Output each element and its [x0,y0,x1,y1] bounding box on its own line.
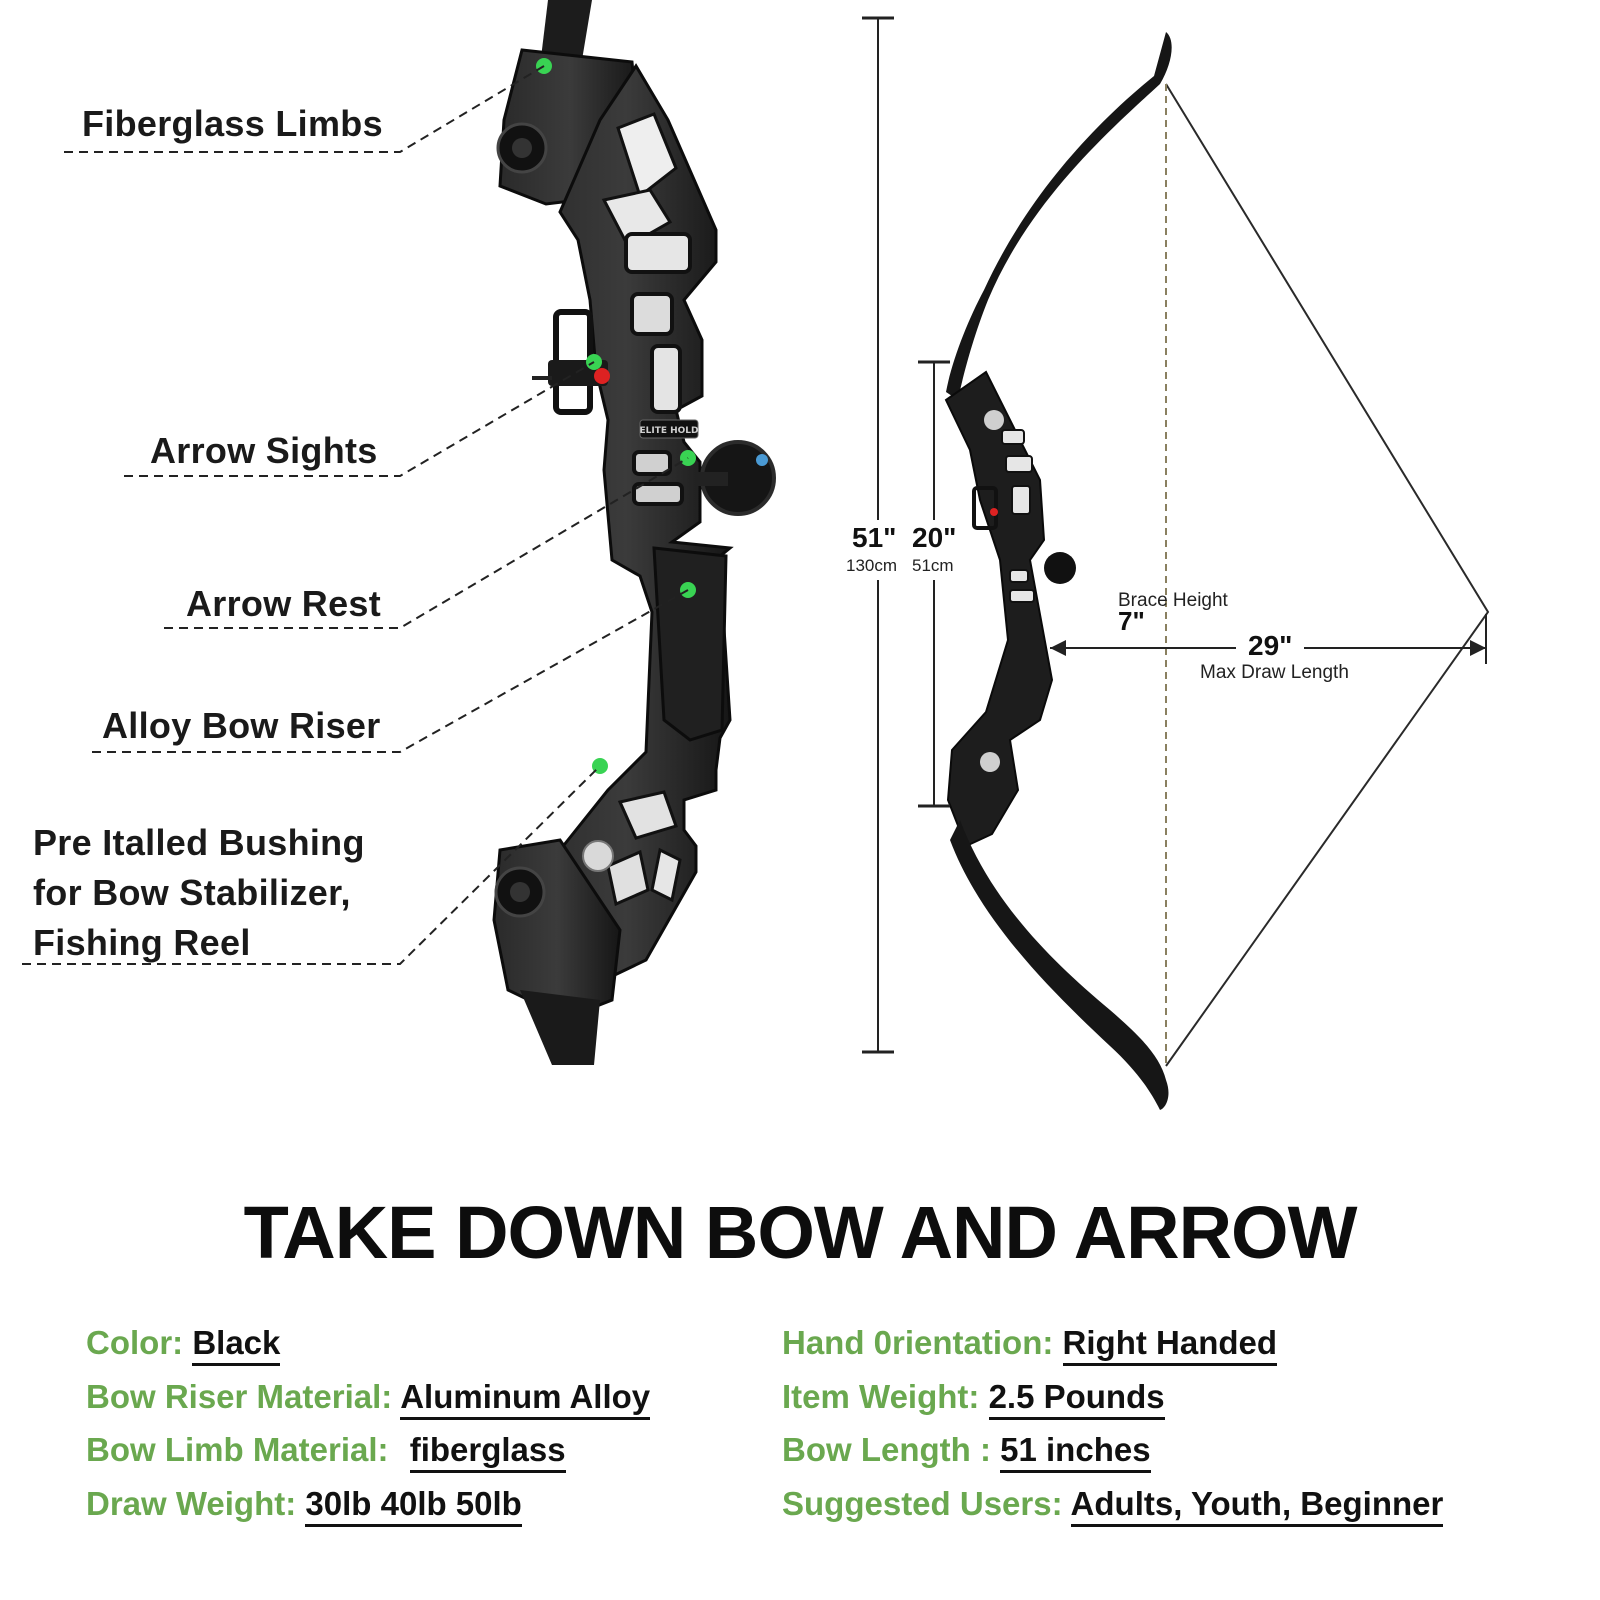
riser-length-inches: 20" [912,522,957,553]
page-title: TAKE DOWN BOW AND ARROW [243,1191,1358,1274]
spec-bow-length: Bow Length : 51 inches [782,1431,1151,1473]
riser-badge-text: ELITE HOLD [639,426,698,436]
riser-closeup: ELITE HOLD [492,0,776,1065]
spec-key: Color: [86,1324,184,1361]
spec-key: Hand 0rientation: [782,1324,1054,1361]
draw-length-label: Max Draw Length [1200,662,1349,683]
spec-value: Right Handed [1062,1324,1278,1366]
callout-alloy-bow-riser: Alloy Bow Riser [102,705,381,746]
callout-fiberglass-limbs: Fiberglass Limbs [82,103,383,144]
riser-length-cm: 51cm [912,556,954,575]
spec-hand-orientation: Hand 0rientation: Right Handed [782,1324,1278,1366]
spec-key: Bow Riser Material: [86,1378,393,1415]
leader-lines [22,65,689,965]
spec-key: Draw Weight: [86,1485,297,1522]
spec-item-weight: Item Weight: 2.5 Pounds [782,1378,1165,1420]
brace-height-label: Brace Height [1118,590,1228,611]
full-bow-view [840,16,1490,1110]
spec-suggested-users: Suggested Users: Adults, Youth, Beginner [782,1485,1444,1527]
spec-value: 51 inches [1000,1431,1151,1473]
callout-arrow-rest: Arrow Rest [186,583,382,624]
spec-riser-material: Bow Riser Material: Aluminum Alloy [86,1378,651,1420]
spec-limb-material: Bow Limb Material: fiberglass [86,1431,566,1473]
spec-key: Item Weight: [782,1378,980,1415]
spec-value: fiberglass [409,1431,566,1473]
overall-length-inches: 51" [852,522,897,553]
spec-key: Bow Limb Material: [86,1431,389,1468]
overall-length-cm: 130cm [846,556,898,575]
spec-key: Suggested Users: [782,1485,1063,1522]
callout-stabilizer-bushing: Pre Italled Bushing for Bow Stabilizer, … [33,822,365,963]
spec-value: 2.5 Pounds [988,1378,1165,1420]
spec-value: Aluminum Alloy [400,1378,651,1420]
brace-height-value: 7" [1118,606,1145,636]
spec-value: Black [192,1324,281,1366]
spec-key: Bow Length : [782,1431,991,1468]
spec-value: 30lb 40lb 50lb [305,1485,522,1527]
draw-length-value: 29" [1248,630,1293,661]
spec-color: Color: Black [86,1324,281,1366]
spec-value: Adults, Youth, Beginner [1070,1485,1444,1527]
spec-draw-weight: Draw Weight: 30lb 40lb 50lb [86,1485,522,1527]
callout-arrow-sights: Arrow Sights [150,430,378,471]
